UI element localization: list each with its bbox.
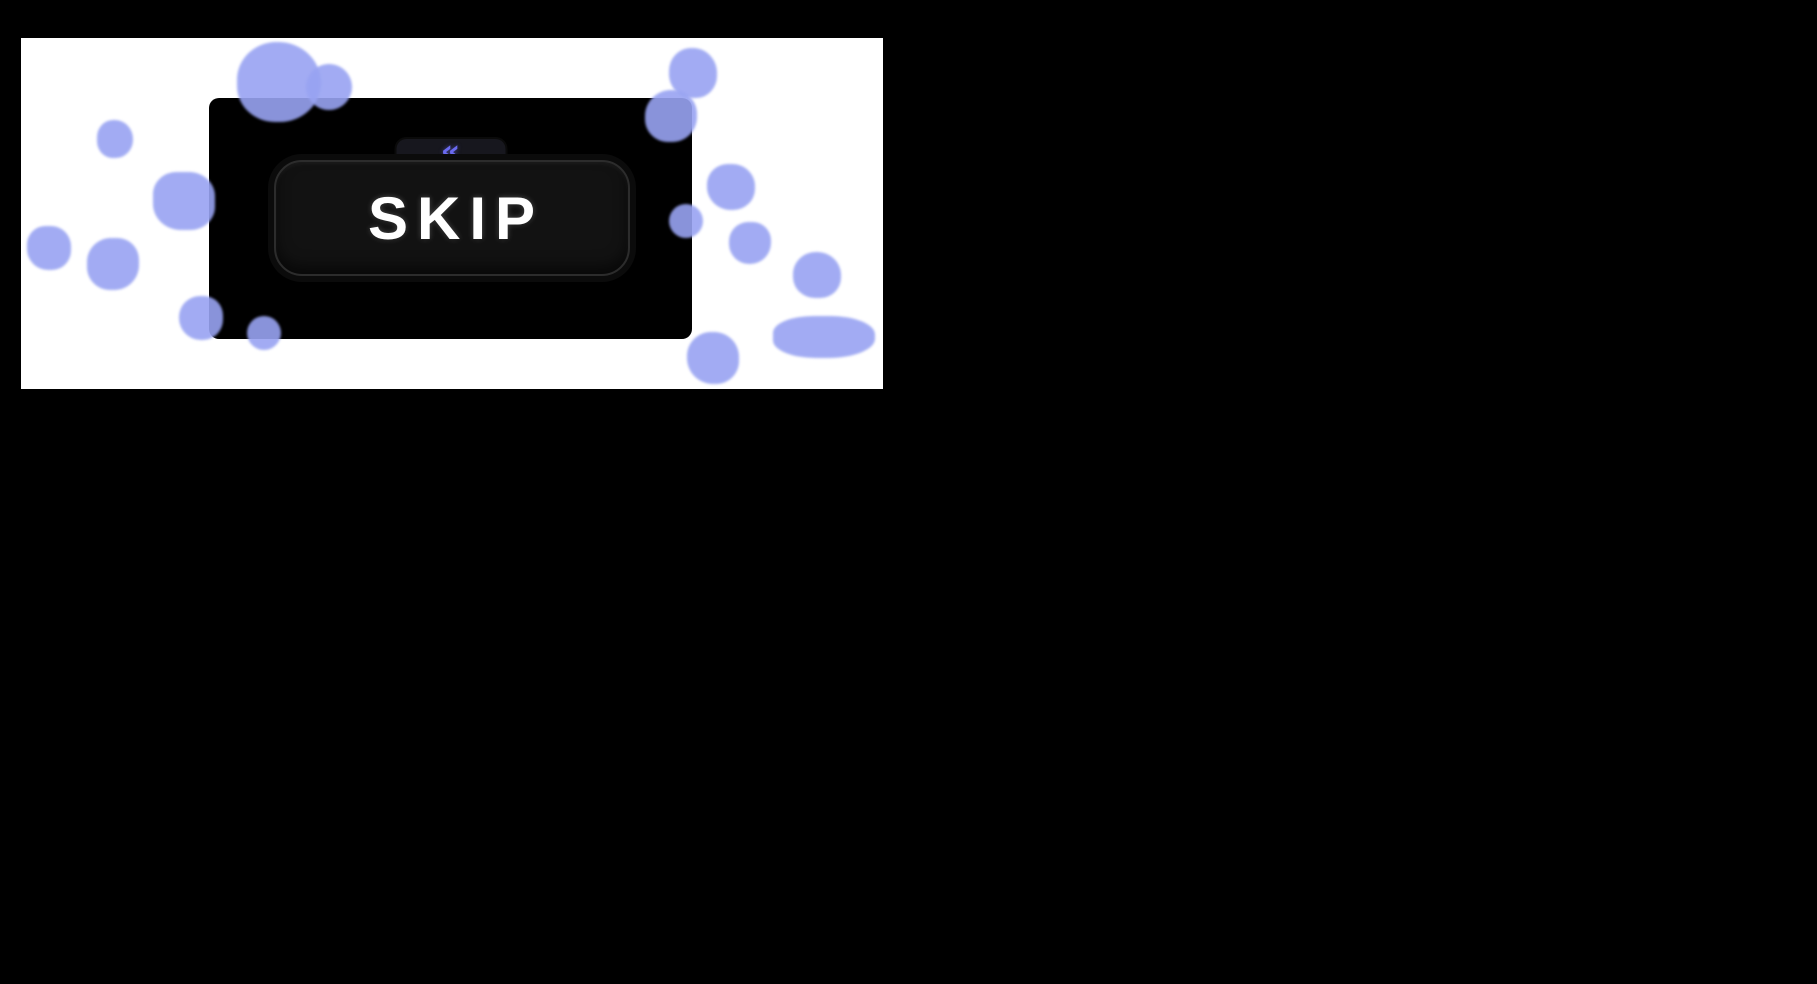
paint-blob	[87, 238, 139, 290]
skip-button-label: SKIP	[367, 184, 545, 252]
paint-blob	[669, 48, 717, 98]
collapse-chevrons-icon: «	[440, 134, 461, 169]
paint-blob	[687, 332, 739, 384]
paint-blob	[793, 252, 841, 298]
paint-blob	[97, 120, 133, 158]
paint-blob	[729, 222, 771, 264]
paint-blob	[27, 226, 71, 270]
paint-blob	[153, 172, 215, 230]
paint-blob	[773, 316, 875, 358]
paint-blob	[707, 164, 755, 210]
skip-button[interactable]: SKIP	[274, 160, 630, 276]
skip-overlay-panel: « SKIP	[209, 98, 692, 339]
drawing-canvas[interactable]: « SKIP	[21, 38, 883, 389]
